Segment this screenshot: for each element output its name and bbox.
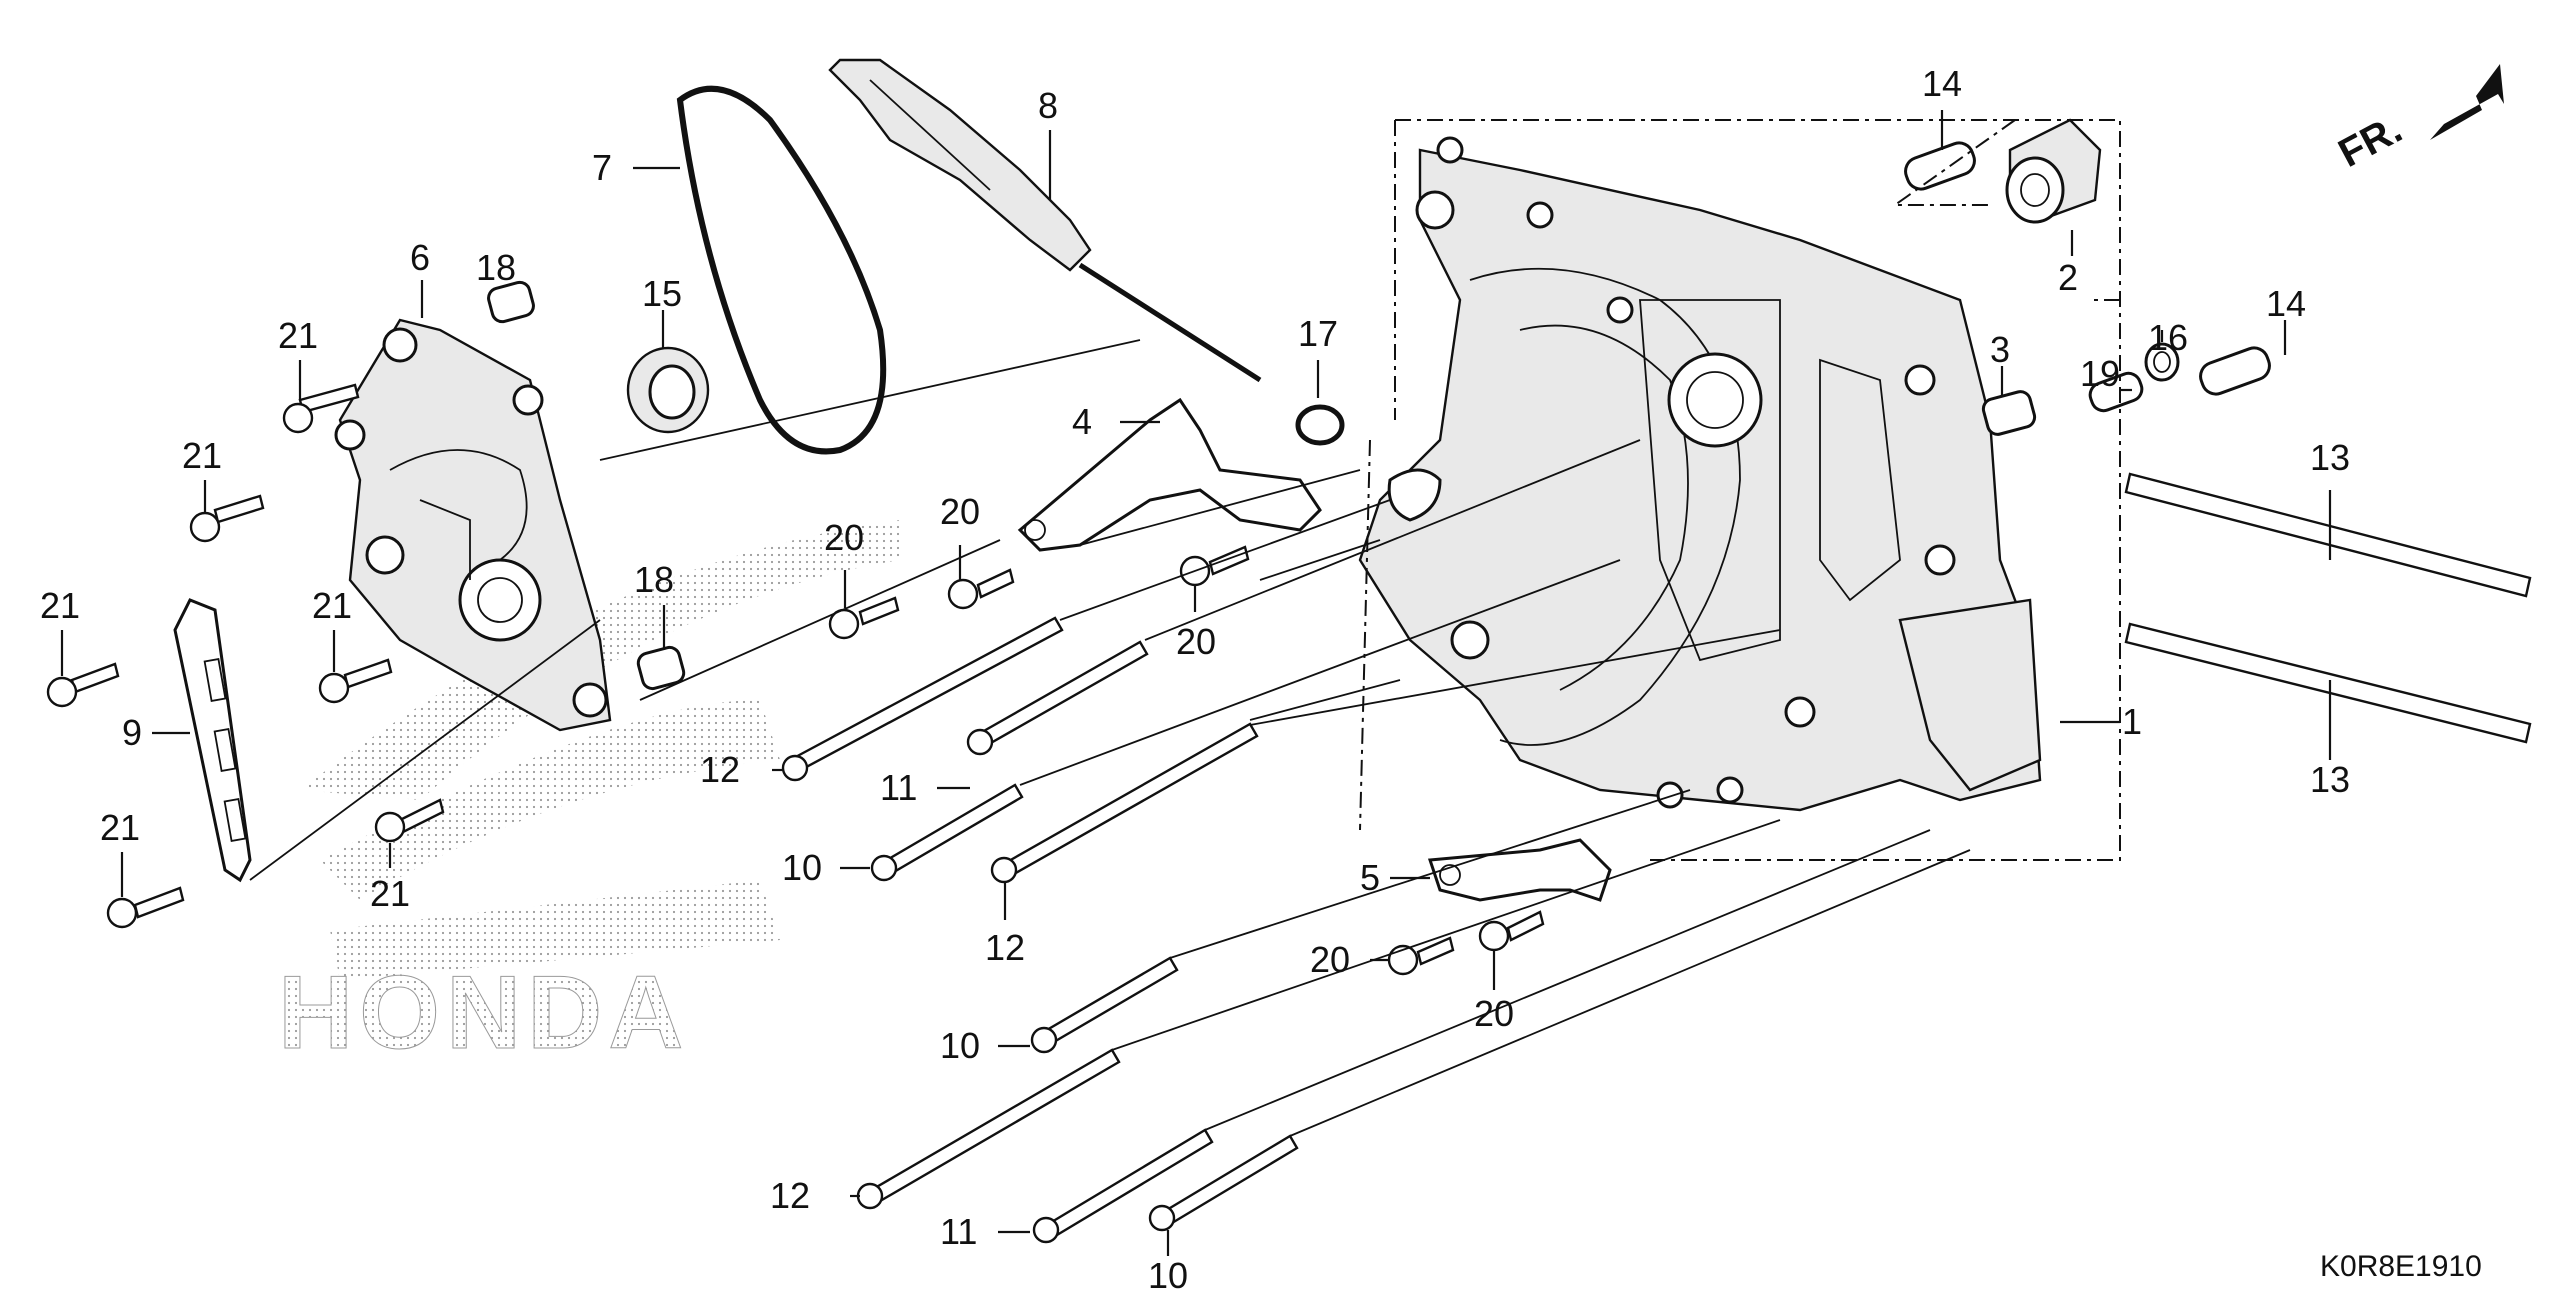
right-crankcase [1358, 136, 2042, 812]
callout-12a: 12 [700, 749, 740, 790]
callout-8: 8 [1038, 85, 1058, 126]
callout-1: 1 [2122, 701, 2142, 742]
callout-7: 7 [592, 147, 612, 188]
water-pump-cover [334, 318, 612, 732]
callout-15: 15 [642, 273, 682, 314]
callout-17: 17 [1298, 313, 1338, 354]
oil-dipstick [828, 58, 1262, 383]
callout-10b: 10 [940, 1025, 980, 1066]
callout-13a: 13 [2310, 437, 2350, 478]
callout-18a: 18 [476, 247, 516, 288]
assembly-lines [249, 119, 2121, 1137]
stud-bolts [2124, 472, 2532, 744]
dowel-pins [487, 141, 2271, 691]
callout-21d: 21 [312, 585, 352, 626]
flange-bolts [46, 383, 1545, 976]
callout-20e: 20 [1474, 993, 1514, 1034]
callout-19: 19 [2080, 353, 2120, 394]
bracket-5 [1427, 838, 1612, 902]
callout-11b: 11 [940, 1211, 977, 1252]
callout-12b: 12 [985, 927, 1025, 968]
callout-13b: 13 [2310, 759, 2350, 800]
callout-10c: 10 [1148, 1255, 1188, 1291]
callout-18b: 18 [634, 559, 674, 600]
callout-21c: 21 [40, 585, 80, 626]
callout-21f: 21 [100, 807, 140, 848]
callout-10a: 10 [782, 847, 822, 888]
callout-6: 6 [410, 237, 430, 278]
diagram-code: K0R8E1910 [2320, 1250, 2482, 1283]
callout-4: 4 [1072, 401, 1092, 442]
bracket-4 [1017, 397, 1322, 552]
front-direction-arrow: FR. [2332, 64, 2504, 176]
callout-2: 2 [2058, 257, 2078, 298]
bracket-plate [173, 598, 252, 883]
honda-watermark-text: HONDA [278, 955, 689, 1071]
arrow-right-icon [2430, 64, 2504, 140]
callout-5: 5 [1360, 857, 1380, 898]
callout-9: 9 [122, 712, 142, 753]
callout-20b: 20 [940, 491, 980, 532]
callout-labels: 1 2 3 4 5 6 7 8 9 10 10 10 11 11 12 12 1… [40, 63, 2350, 1291]
callout-20a: 20 [824, 517, 864, 558]
callout-14b: 14 [2266, 283, 2306, 324]
bearing [2005, 118, 2102, 224]
oil-seal [626, 346, 710, 434]
leader-lines [60, 110, 2332, 1256]
callout-21e: 21 [370, 873, 410, 914]
long-bolts [781, 616, 1299, 1244]
callout-11a: 11 [880, 767, 917, 808]
callout-21b: 21 [182, 435, 222, 476]
callout-12c: 12 [770, 1175, 810, 1216]
callout-14a: 14 [1922, 63, 1962, 104]
callout-20c: 20 [1176, 621, 1216, 662]
callout-20d: 20 [1310, 939, 1350, 980]
callout-16: 16 [2148, 317, 2188, 358]
callout-21a: 21 [278, 315, 318, 356]
callout-3: 3 [1990, 329, 2010, 370]
front-indicator-label: FR. [2332, 107, 2410, 176]
o-ring-small [1295, 404, 1345, 446]
o-ring [676, 85, 887, 455]
